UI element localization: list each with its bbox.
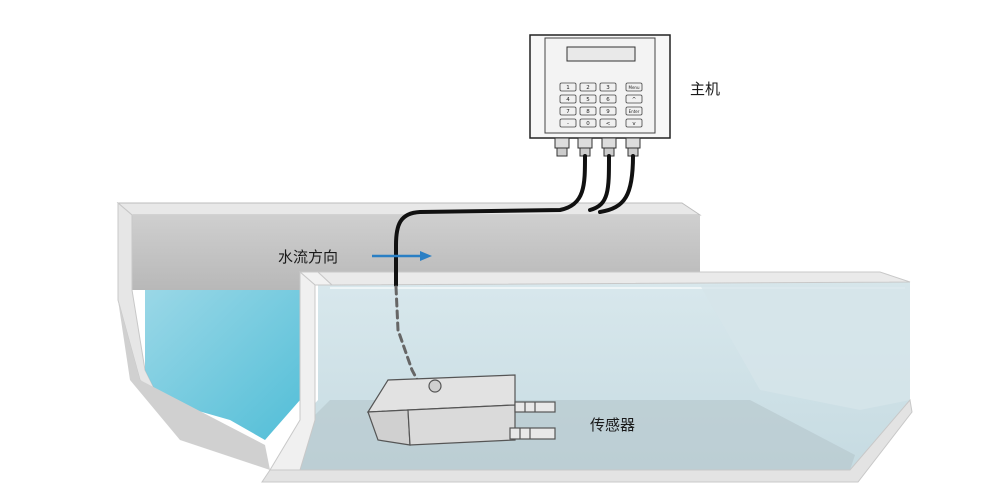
host-lcd bbox=[567, 47, 635, 61]
sensor-label: 传感器 bbox=[590, 414, 635, 435]
keypad-key-label: 2 bbox=[586, 85, 590, 91]
keypad-key-label: - bbox=[567, 121, 569, 127]
keypad-key-label: 7 bbox=[566, 109, 570, 115]
channel-floor bbox=[270, 400, 855, 470]
water-body bbox=[270, 272, 910, 470]
host-connectors bbox=[555, 138, 640, 156]
keypad-key-label: Enter bbox=[629, 109, 640, 114]
keypad-key-label: 0 bbox=[586, 121, 590, 127]
keypad-key-label: < bbox=[606, 121, 611, 127]
sensor-port bbox=[429, 380, 441, 392]
keypad-key-label: 6 bbox=[606, 97, 610, 103]
keypad-key-label: Menu bbox=[629, 85, 640, 90]
flow-direction-label: 水流方向 bbox=[278, 246, 338, 267]
host-label: 主机 bbox=[690, 78, 720, 99]
keypad-key-label: 4 bbox=[566, 97, 570, 103]
keypad-key-label: 5 bbox=[586, 97, 590, 103]
keypad-key-label: 1 bbox=[566, 85, 570, 91]
sensor-side bbox=[408, 405, 515, 445]
keypad-key-label: 9 bbox=[606, 109, 610, 115]
cable-2 bbox=[590, 156, 609, 210]
keypad-key-label: 8 bbox=[586, 109, 590, 115]
keypad-key-label: ^ bbox=[632, 97, 637, 103]
keypad-key-label: 3 bbox=[606, 85, 610, 91]
sensor-connector-b bbox=[510, 428, 555, 439]
